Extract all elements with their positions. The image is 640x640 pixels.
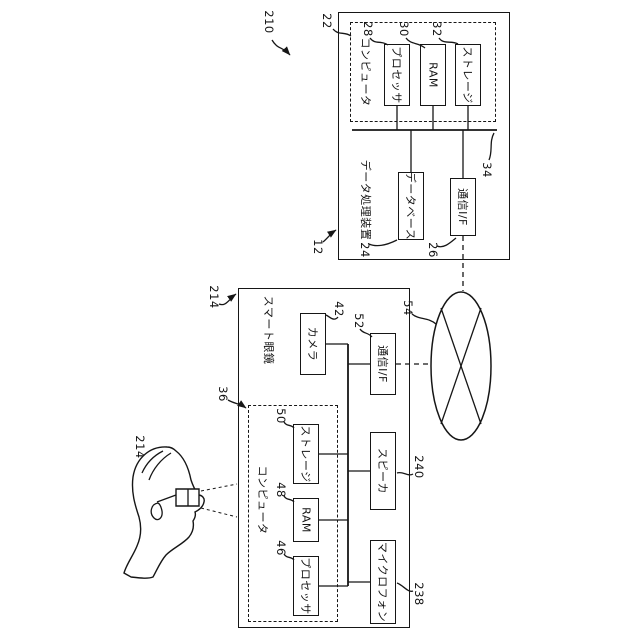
ref-214-head: 214 (133, 435, 147, 459)
smart-glasses-title: スマート眼鏡 (262, 295, 275, 365)
head-outline (123, 446, 205, 579)
leader-214-head (145, 455, 168, 488)
ref-24: 24 (358, 242, 372, 258)
box-speaker: スピーカ (370, 432, 396, 510)
dpd-title: データ処理装置 (359, 159, 372, 241)
ref-32: 32 (430, 21, 444, 37)
ref-50: 50 (274, 408, 288, 424)
ref-42: 42 (332, 301, 346, 317)
leader-210 (271, 39, 291, 56)
ref-34: 34 (480, 162, 494, 178)
camera-label: カメラ (306, 326, 319, 362)
box-microphone: マイクロフォン (370, 540, 396, 624)
dpd-ram-label: RAM (426, 62, 440, 88)
ref-52: 52 (352, 313, 366, 329)
hair-stroke (148, 452, 172, 481)
box-dpd-comm-if: 通信I/F (450, 178, 476, 236)
network-x-line (440, 307, 482, 425)
ear (150, 502, 163, 521)
box-dpd-ram: RAM (420, 44, 446, 106)
database-label: データベース (404, 171, 417, 241)
ref-214-block: 214 (207, 285, 221, 309)
box-dpd-processor: プロセッサ (384, 44, 410, 106)
network-symbol (430, 291, 492, 441)
user-head-sketch (123, 446, 238, 579)
ref-238: 238 (412, 582, 426, 606)
leader-214-block (218, 293, 237, 306)
ref-28: 28 (361, 21, 375, 37)
ref-48: 48 (274, 482, 288, 498)
worn-glasses-arm (156, 494, 177, 503)
glasses-comm-if-label: 通信I/F (376, 345, 389, 383)
glasses-processor-label: プロセッサ (299, 557, 312, 615)
dpd-processor-label: プロセッサ (390, 46, 403, 104)
network-ellipse (430, 291, 492, 441)
ref-36: 36 (216, 386, 230, 402)
box-database: データベース (398, 172, 424, 240)
ref-54: 54 (401, 300, 415, 316)
correspondence-dotted-lines (200, 483, 238, 518)
ref-210: 210 (262, 10, 276, 34)
box-dpd-storage: ストレージ (455, 44, 481, 106)
worn-glasses (175, 488, 200, 507)
glasses-computer-title: コンピュータ (256, 465, 269, 535)
ref-26: 26 (426, 242, 440, 258)
dpd-comm-if-label: 通信I/F (456, 188, 469, 226)
glasses-ram-label: RAM (299, 507, 313, 533)
ref-22: 22 (320, 13, 334, 29)
dpd-computer-title: コンピュータ (359, 37, 372, 107)
ref-46: 46 (274, 540, 288, 556)
ref-12: 12 (311, 239, 325, 255)
dpd-storage-label: ストレージ (461, 46, 474, 104)
glasses-storage-label: ストレージ (299, 425, 312, 483)
network-x-line (440, 307, 482, 425)
ref-240: 240 (412, 455, 426, 479)
ref-30: 30 (397, 21, 411, 37)
box-glasses-comm-if: 通信I/F (370, 333, 396, 395)
box-glasses-processor: プロセッサ (293, 556, 319, 616)
microphone-label: マイクロフォン (376, 541, 389, 623)
box-glasses-storage: ストレージ (293, 424, 319, 484)
box-glasses-ram: RAM (293, 498, 319, 542)
leader-54 (411, 313, 437, 325)
speaker-label: スピーカ (376, 448, 389, 494)
box-camera: カメラ (300, 313, 326, 375)
